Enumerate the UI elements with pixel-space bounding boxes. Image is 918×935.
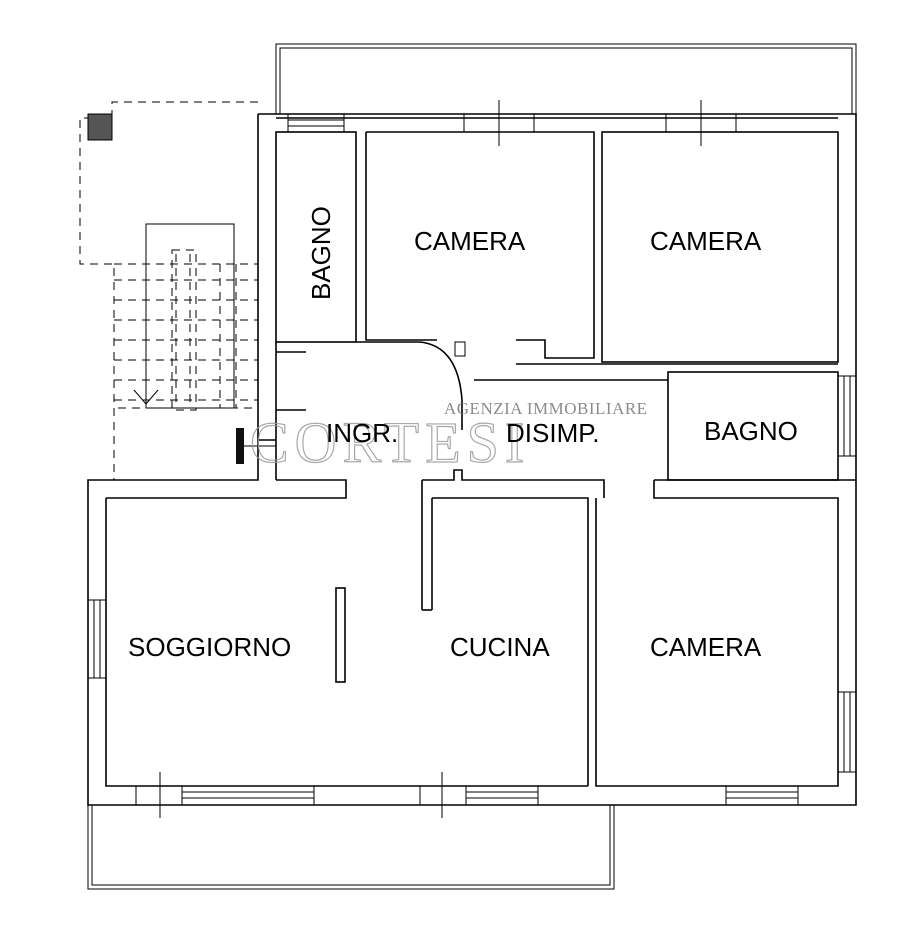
- watermark-name: CORTESI: [250, 410, 530, 475]
- room-label-bagno-right: BAGNO: [704, 416, 798, 446]
- outer-walls: [87, 113, 857, 806]
- staircase: [79, 101, 258, 480]
- side-windows: [87, 599, 857, 773]
- top-balcony: [275, 43, 857, 115]
- room-label-camera-3: CAMERA: [650, 632, 762, 662]
- lower-walls: [105, 469, 856, 787]
- room-label-bagno-top: BAGNO: [306, 206, 336, 300]
- room-label-camera-2: CAMERA: [650, 226, 762, 256]
- door-arc: [419, 341, 466, 430]
- bottom-balcony: [87, 804, 615, 890]
- room-label-disimpegno: DISIMP.: [506, 418, 599, 448]
- room-label-cucina: CUCINA: [450, 632, 550, 662]
- room-label-soggiorno: SOGGIORNO: [128, 632, 291, 662]
- room-label-ingresso: INGR.: [326, 418, 398, 448]
- watermark-tagline: AGENZIA IMMOBILIARE: [444, 399, 648, 418]
- room-label-camera-1: CAMERA: [414, 226, 526, 256]
- agency-watermark: AGENZIA IMMOBILIARE CORTESI: [249, 399, 648, 476]
- entrance-door-icon: [236, 428, 276, 464]
- bottom-windows: [135, 772, 799, 818]
- top-windows: [287, 100, 737, 146]
